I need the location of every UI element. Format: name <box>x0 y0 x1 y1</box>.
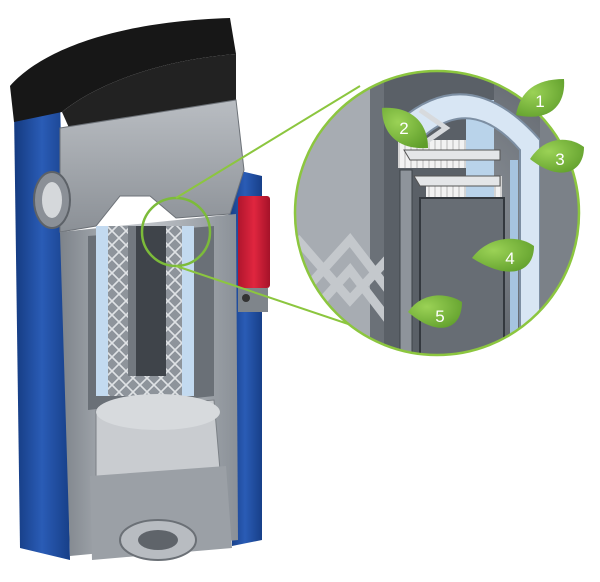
head-cap <box>10 18 236 122</box>
leaf-callout-icon <box>472 238 534 272</box>
callout-3: 3 <box>530 139 584 173</box>
callout-5: 5 <box>408 295 462 328</box>
callout-4-label: 4 <box>505 249 514 268</box>
callout-3-label: 3 <box>555 150 564 169</box>
callout-2: 2 <box>382 107 428 149</box>
callout-1-label: 1 <box>535 92 544 111</box>
leaf-callout-icon <box>516 79 565 117</box>
magnifier-leaders <box>175 85 373 333</box>
callout-2-label: 2 <box>399 119 408 138</box>
callout-5-label: 5 <box>435 307 444 326</box>
filter-housing <box>10 18 270 561</box>
callouts: 1 2 3 4 5 <box>382 79 584 328</box>
leaf-callout-icon <box>382 107 428 149</box>
callout-4: 4 <box>472 238 534 272</box>
head-casting <box>59 99 245 233</box>
leaf-callout-icon <box>530 139 584 173</box>
differential-pressure-indicator <box>238 196 270 288</box>
callout-1: 1 <box>516 79 565 117</box>
leaf-callout-icon <box>408 295 462 328</box>
